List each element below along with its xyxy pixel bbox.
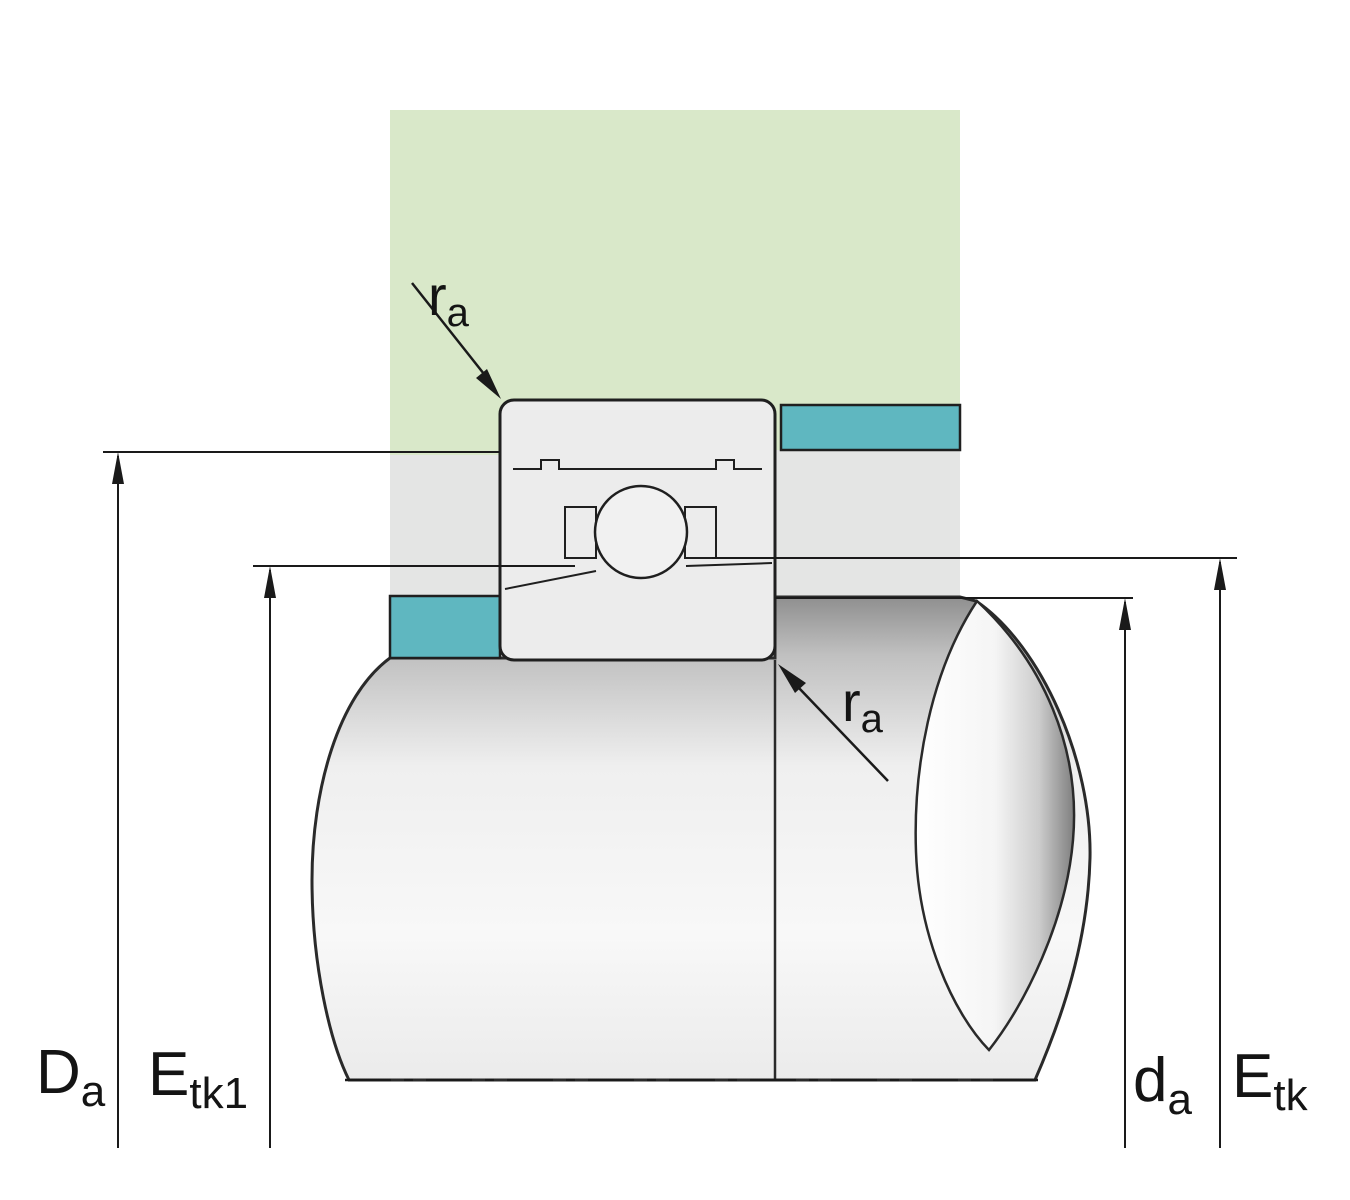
bearing-inner-race-left [504,570,597,590]
label-Etk1: Etk1 [148,1044,248,1116]
arrow-Etk1 [264,566,276,598]
shaft-relief-groove [914,599,1076,1052]
housing-strip-left [390,455,500,597]
bearing-inner-race-right [685,562,773,567]
shaft-body [310,595,1092,1082]
label-ra-bottom: ra [842,674,883,740]
label-ra-bottom-sub: a [860,697,883,741]
label-ra-top-sub: a [446,291,469,335]
label-Etk-main: E [1232,1042,1274,1111]
leader-ra-bottom [797,686,889,782]
arrow-Da [112,452,124,484]
label-ra-top: ra [428,268,469,334]
label-da-sub: a [1167,1075,1192,1124]
label-ra-top-main: r [428,264,447,327]
spacer-ring-left [388,594,502,660]
label-Da-sub: a [80,1067,106,1116]
arrow-ra-bottom [778,664,806,693]
leader-ra-top [411,282,485,375]
bearing-cage-pocket-left [564,506,597,559]
spacer-ring-right [779,403,962,452]
label-da-main: d [1133,1046,1168,1115]
housing-block [390,110,960,455]
arrow-da [1119,598,1131,630]
label-Etk1-sub: tk1 [189,1069,249,1118]
housing-strip-right [775,450,960,598]
arrow-Etk [1214,558,1226,590]
bearing-outer-race-profile [513,459,762,470]
label-Etk: Etk [1232,1046,1308,1118]
label-ra-bottom-main: r [842,670,861,733]
label-Da: Da [36,1042,105,1114]
arrow-ra-top [476,369,501,399]
label-Etk-sub: tk [1273,1071,1308,1120]
label-Da-main: D [36,1038,81,1107]
label-Etk1-main: E [148,1040,190,1109]
label-da: da [1133,1050,1192,1122]
bearing-cage-pocket-right [684,506,717,559]
bearing-ball [593,484,689,580]
